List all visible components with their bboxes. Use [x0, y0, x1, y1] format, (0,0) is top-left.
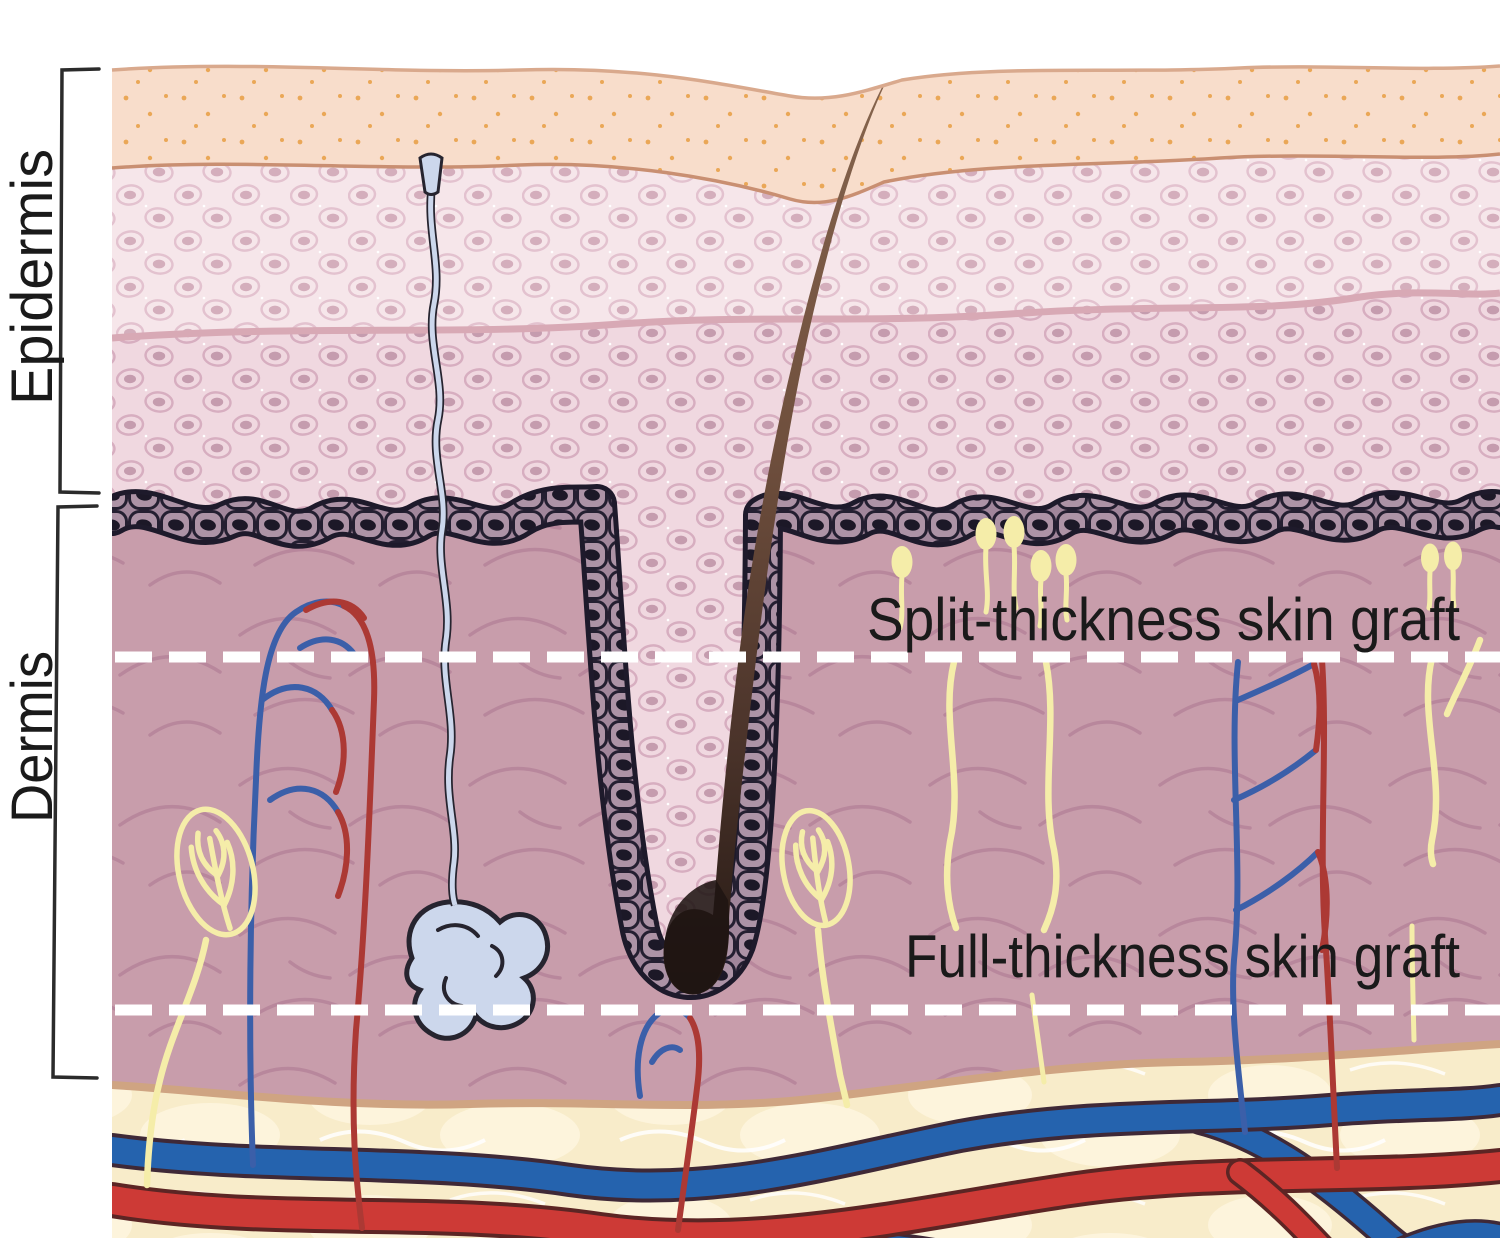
epidermis-bracket: [58, 67, 101, 495]
hair-shaft: [663, 66, 936, 995]
split-thickness-label: Split-thickness skin graft: [867, 586, 1460, 653]
center-nerve-fibers: [943, 658, 1060, 1085]
corneum-boundary-line: [112, 152, 1500, 205]
left-capillary-loop: [247, 598, 378, 1231]
nerves: [143, 516, 1484, 1189]
full-thickness-label: Full-thickness skin graft: [905, 923, 1460, 990]
epidermis-band-line: [112, 289, 1500, 342]
skin-surface-line: [111, 64, 1500, 100]
right-vessel-tree: [1230, 657, 1340, 1171]
hair: [663, 66, 936, 995]
center-bulb-receptor: [779, 807, 853, 1109]
vein-branch: [1188, 1108, 1464, 1238]
capillary-vessels: [247, 598, 1340, 1233]
subcutis-boundary-line: [112, 1040, 1500, 1109]
epidermis-label: Epidermis: [0, 149, 65, 405]
hair-bulb: [663, 880, 730, 994]
subcutaneous-vessels: [112, 1083, 1500, 1238]
epidermis-upper-cells: [112, 154, 1500, 345]
dermis-bracket: [51, 504, 99, 1080]
artery-main: [112, 1152, 1500, 1238]
dermis-texture: [112, 504, 1500, 1238]
right-nerve-fibers: [1409, 636, 1484, 1043]
left-bulb-receptor: [143, 806, 258, 1189]
sweat-gland-coil: [404, 899, 550, 1041]
sweat-gland: [404, 152, 550, 1041]
basal-layer-band: [112, 484, 1500, 1000]
free-nerve-endings: [891, 516, 1462, 631]
skin-layers: [112, 66, 1500, 1238]
vein-main: [112, 1087, 1500, 1199]
sweat-pore: [418, 152, 444, 196]
dermis-label: Dermis: [0, 651, 65, 823]
